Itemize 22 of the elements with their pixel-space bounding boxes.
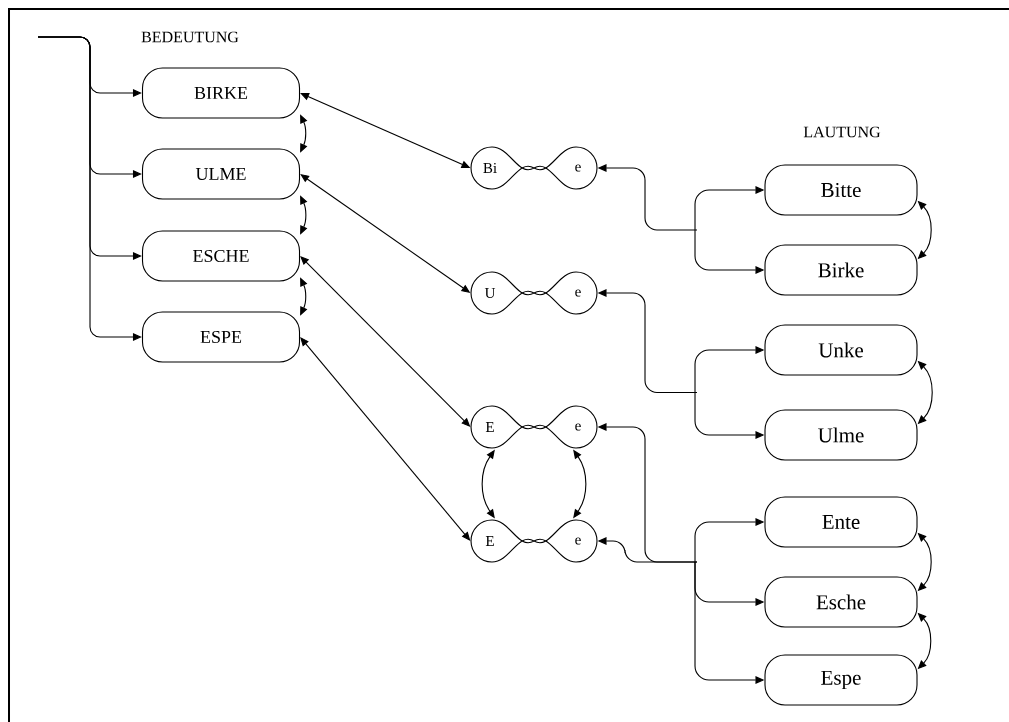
arrow	[37, 36, 142, 341]
figure-eight-node: E e	[470, 519, 598, 563]
heading: LAUTUNG	[803, 126, 881, 138]
figure-eight-node: Bi e	[470, 146, 598, 190]
sound-box: Bitte	[764, 164, 918, 216]
heading: BEDEUTUNG	[141, 31, 239, 43]
meaning-box: ULME	[141, 148, 301, 200]
sound-box: Ulme	[764, 409, 918, 461]
meaning-box: ESPE	[141, 311, 301, 363]
figure-eight-node: E e	[470, 405, 598, 449]
figure-eight-node: U e	[470, 271, 598, 315]
meaning-box: BIRKE	[141, 67, 301, 119]
arrow	[300, 277, 308, 316]
sound-box: Ente	[764, 496, 918, 548]
sound-box: Esche	[764, 576, 918, 628]
arrow	[300, 195, 308, 235]
sound-box: Unke	[764, 324, 918, 376]
sound-box: Birke	[764, 244, 918, 296]
arrow	[300, 114, 308, 153]
sound-box: Espe	[764, 654, 918, 706]
meaning-box: ESCHE	[141, 230, 301, 282]
arrow	[300, 337, 471, 541]
